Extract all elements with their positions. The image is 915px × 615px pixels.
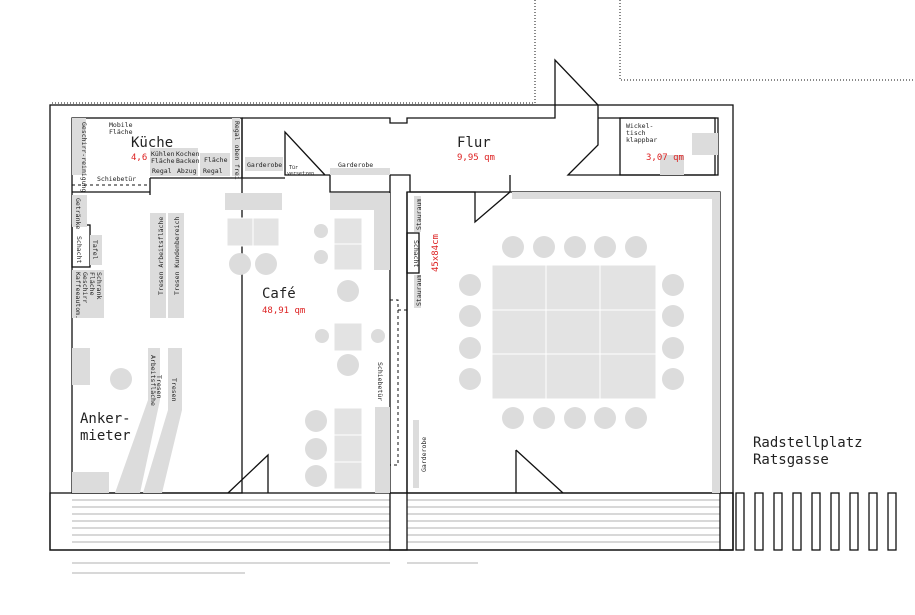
- label-tafel: Tafel: [91, 240, 99, 260]
- label-stauraum-2: Stauraum: [415, 275, 423, 306]
- label-backen: Backen: [176, 157, 200, 165]
- label-schiebetuer-2: Schiebetür: [376, 362, 384, 401]
- label-garderobe-3: Garderobe: [420, 437, 428, 472]
- label-geschirrreinigung: Geschirr-reinigung: [80, 122, 88, 193]
- label-flaeche: Fläche: [109, 128, 133, 136]
- label-regal: Regal: [152, 167, 172, 175]
- label-abzug: Abzug: [177, 167, 197, 175]
- label-tuer: Tür: [289, 165, 298, 171]
- label-mobile: Mobile: [109, 121, 133, 129]
- label-kuehlen-flaeche: Fläche: [151, 157, 175, 165]
- site-boundary-line-2: [619, 0, 915, 81]
- label-garderobe-2: Garderobe: [338, 161, 373, 169]
- label-dimension: 45x84cm: [431, 234, 441, 272]
- label-tisch: tisch: [626, 129, 646, 137]
- label-kuehlen: Kühlen: [151, 150, 175, 158]
- label-tresen-2: Tresen: [155, 375, 163, 399]
- label-schiebetuer-1: Schiebetür: [97, 175, 136, 183]
- label-schacht-2: Schacht: [412, 240, 420, 267]
- label-radstellplatz: Radstellplatz: [753, 435, 863, 451]
- label-schrank: Schrank: [95, 272, 103, 299]
- label-klappbar: klappbar: [626, 136, 657, 144]
- label-tresen-3: Tresen: [170, 378, 178, 402]
- room-name-flur: Flur: [457, 135, 491, 151]
- label-garderobe-1: Garderobe: [247, 161, 282, 169]
- room-area-kueche: 4,6: [131, 153, 147, 163]
- label-flaeche-3: Fläche: [88, 272, 96, 296]
- label-tresen-arbeitsflaeche: Tresen Arbeitsfläche: [157, 217, 165, 295]
- room-name-kueche: Küche: [131, 135, 173, 151]
- room-area-flur: 9,95 qm: [457, 153, 495, 163]
- label-kaffeeautom: Kaffeeautom.: [74, 272, 82, 319]
- label-regal-2: Regal: [203, 167, 223, 175]
- label-flaeche-2: Fläche: [204, 156, 228, 164]
- room-area-wickel: 3,07 qm: [646, 153, 684, 163]
- label-getraenke: Getränke: [74, 198, 82, 229]
- label-wickel: Wickel-: [626, 122, 653, 130]
- label-regal-oben: Regal oben frei: [233, 121, 241, 180]
- label-arbeitsflaeche: Arbeitsfläche: [149, 355, 157, 406]
- label-tresen-kundenbereich: Tresen Kundenbereich: [173, 217, 181, 295]
- label-stauraum-1: Stauraum: [415, 199, 423, 230]
- label-kochen: Kochen: [176, 150, 200, 158]
- label-schacht-1: Schacht: [75, 236, 83, 263]
- room-name-anker-2: mieter: [80, 428, 131, 444]
- label-geschirr: Geschirr: [81, 272, 89, 303]
- label-versetzen: versetzen: [287, 171, 314, 177]
- room-area-cafe: 48,91 qm: [262, 306, 305, 316]
- site-boundary-line: [50, 0, 536, 104]
- room-name-cafe: Café: [262, 286, 296, 302]
- label-ratsgasse: Ratsgasse: [753, 452, 829, 468]
- room-name-anker-1: Anker-: [80, 411, 131, 427]
